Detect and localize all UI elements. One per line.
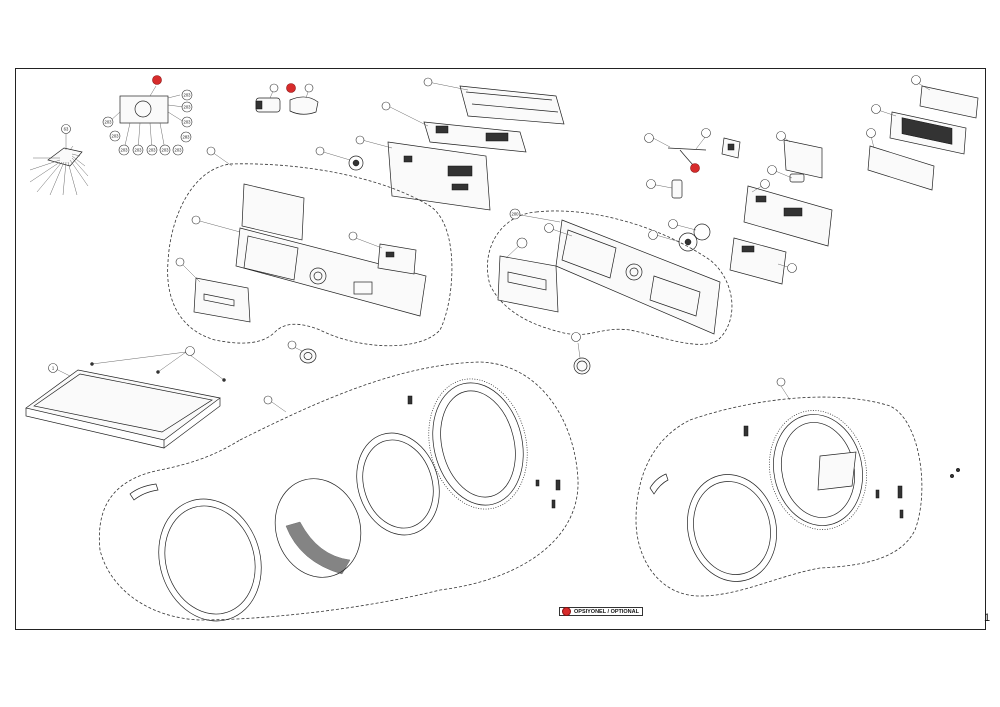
svg-text:200: 200: [512, 212, 520, 217]
group-outline-right: [487, 210, 733, 345]
svg-text:203: 203: [184, 120, 192, 125]
svg-text:203: 203: [149, 148, 157, 153]
callout-panel-right: [544, 223, 554, 233]
svg-text:203: 203: [112, 134, 120, 139]
callout-drawer-left: [175, 257, 185, 267]
knob-parts: [255, 88, 319, 115]
pcb-stack: [319, 81, 565, 211]
door-assembly-left: [129, 378, 561, 622]
motor-harness-cluster: [29, 133, 89, 196]
control-module: [108, 85, 185, 151]
callout-module-b5: 203: [159, 144, 171, 156]
callout-module-b3: 203: [132, 144, 144, 156]
callout-fan-top: 63: [61, 124, 71, 134]
callout-knob-optional-right: [304, 83, 314, 93]
svg-text:63: 63: [64, 127, 69, 132]
optional-marker-icon: [562, 607, 571, 616]
callout-module-tr-2: 203: [181, 101, 193, 113]
callout-wire-2: [701, 128, 711, 138]
svg-text:203: 203: [175, 148, 183, 153]
callout-knob-right: [668, 219, 678, 229]
svg-text:203: 203: [162, 148, 170, 153]
callout-module-b1: 203: [109, 130, 121, 142]
callout-door-group-right: [776, 377, 786, 387]
callout-top-optional: [152, 75, 162, 85]
callout-pcb-right-1: [760, 179, 770, 189]
door-assembly-right: [649, 385, 961, 582]
callout-cap: [646, 179, 656, 189]
callout-worktop: 1: [48, 363, 58, 373]
group-outline-door-right: [635, 396, 923, 597]
callout-screws: [185, 346, 195, 356]
callout-pcb-top: [423, 77, 433, 87]
control-panel-right: [497, 213, 721, 335]
callout-pcb-right-2: [787, 263, 797, 273]
callout-fuse: [767, 165, 777, 175]
callout-wire-optional: [690, 163, 700, 173]
callout-group-left: [206, 146, 216, 156]
callout-module-b6: 203: [185, 136, 187, 138]
drawing-frame: [15, 68, 986, 630]
callout-module-b2: 203: [118, 144, 130, 156]
callout-knob-main: [287, 340, 297, 350]
right-electrical-parts: [650, 135, 833, 285]
callout-panel-left: [191, 215, 201, 225]
callout-module-b4: 203: [146, 144, 158, 156]
callout-knob-right-2: [648, 230, 658, 240]
optional-legend: OPSIYONEL / OPTIONAL: [559, 607, 643, 616]
page-number: 1: [984, 612, 991, 624]
optional-legend-label: OPSIYONEL / OPTIONAL: [574, 608, 639, 615]
callout-wire-1: [644, 133, 654, 143]
callout-pcb-low: [355, 135, 365, 145]
callout-knob-center: [571, 332, 581, 342]
callout-board-left: [348, 231, 358, 241]
callout-pcb-mid: [381, 101, 391, 111]
callout-group-right: 200: [509, 208, 521, 220]
callout-knob-optional: [286, 83, 296, 93]
svg-text:203: 203: [184, 93, 192, 98]
callout-display-1: [911, 75, 921, 85]
program-knobs: [291, 342, 591, 375]
callout-display-3: [866, 128, 876, 138]
control-panel-left: [179, 151, 427, 323]
svg-text:203: 203: [184, 105, 192, 110]
callout-module-r-3: 203: [172, 144, 184, 156]
svg-text:203: 203: [105, 120, 113, 125]
callout-knob-small: [315, 146, 325, 156]
callout-display-2: [871, 104, 881, 114]
callout-bracket: [776, 131, 786, 141]
callout-drawer-right: [516, 237, 528, 249]
display-boards: [867, 81, 979, 191]
callout-module-tr-1: 203: [181, 89, 193, 101]
worktop: [25, 351, 226, 449]
callout-knob-optional-left: [269, 83, 279, 93]
svg-text:1: 1: [52, 366, 55, 371]
svg-text:203: 203: [121, 148, 129, 153]
group-outline-left: [167, 163, 453, 347]
svg-text:203: 203: [135, 148, 143, 153]
callout-module-l: 203: [102, 116, 114, 128]
callout-door-group-left: [263, 395, 273, 405]
callout-module-r-1: 203: [181, 116, 193, 128]
